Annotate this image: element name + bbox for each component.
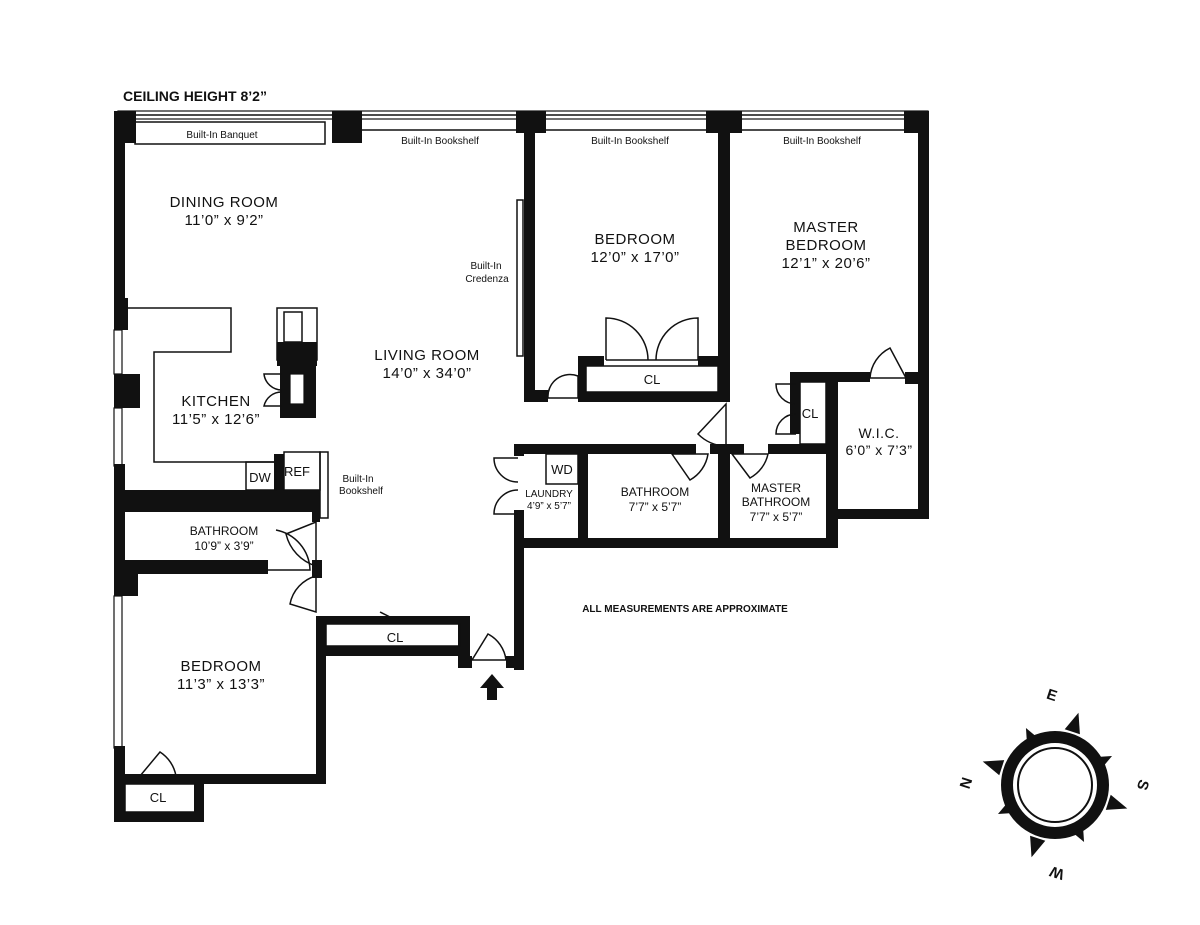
master-closet — [799, 381, 827, 445]
ceiling-height-label: CEILING HEIGHT 8’2” — [123, 88, 267, 104]
measurement-note: ALL MEASUREMENTS ARE APPROXIMATE — [582, 604, 788, 615]
built-in-banquet — [134, 121, 326, 145]
built-in-bookshelf-label-2: Built-In Bookshelf — [591, 136, 669, 147]
bedroom-closet — [585, 365, 719, 393]
wic-dims: 6’0” x 7’3” — [846, 442, 913, 458]
entrance-arrow-icon — [480, 674, 504, 700]
hall-closet — [325, 623, 461, 647]
living-room-name: LIVING ROOM — [374, 347, 480, 364]
built-in-banquet-label: Built-In Banquet — [186, 130, 257, 141]
hall-closet-label: CL — [387, 630, 404, 645]
north-wall-windows — [114, 110, 929, 143]
built-in-bookshelf-label-1: Built-In Bookshelf — [401, 136, 479, 147]
bathroom-1-dims: 10’9” x 3’9” — [194, 539, 253, 553]
interior-walls — [114, 130, 929, 670]
master-bedroom-name-1: MASTER — [793, 219, 859, 236]
bathroom-2-dims: 7’7” x 5’7” — [629, 500, 682, 514]
exterior-walls — [113, 111, 929, 822]
refrigerator-label: REF — [284, 464, 310, 479]
bedroom-2-dims: 11’3” x 13’3” — [177, 676, 265, 693]
bedroom-2-closet-label: CL — [150, 790, 167, 805]
compass-north: N — [957, 775, 977, 791]
kitchen-bookshelf — [319, 451, 329, 519]
built-in-bookshelf-label-3: Built-In Bookshelf — [783, 136, 861, 147]
dining-room-dims: 11’0” x 9’2” — [184, 212, 263, 229]
kitchen-name: KITCHEN — [181, 393, 250, 410]
bedroom-1-dims: 12’0” x 17’0” — [590, 249, 679, 266]
dining-room-name: DINING ROOM — [170, 194, 279, 211]
compass-east: E — [1044, 686, 1059, 705]
bathroom-2-name: BATHROOM — [621, 485, 689, 499]
master-bedroom-name-2: BEDROOM — [785, 237, 866, 254]
built-in-credenza — [516, 199, 524, 357]
master-bedroom-dims: 12’1” x 20’6” — [781, 255, 870, 272]
compass-south: S — [1133, 777, 1152, 792]
washer-dryer-label: WD — [551, 462, 573, 477]
dishwasher-label: DW — [249, 470, 271, 485]
kitchen-bookshelf-label-2: Bookshelf — [339, 486, 383, 497]
bedroom-2-name: BEDROOM — [180, 658, 261, 675]
living-room-dims: 14’0” x 34’0” — [382, 365, 471, 382]
wic-name: W.I.C. — [858, 425, 899, 441]
compass-west: W — [1047, 862, 1067, 883]
bedroom-1-name: BEDROOM — [594, 231, 675, 248]
master-closet-label: CL — [802, 406, 819, 421]
master-bathroom-name-2: BATHROOM — [742, 495, 810, 509]
compass-icon — [982, 712, 1128, 858]
dishwasher — [245, 461, 277, 491]
fixtures — [124, 121, 904, 813]
built-in-credenza-label-2: Credenza — [465, 274, 509, 285]
master-bathroom-name-1: MASTER — [751, 481, 801, 495]
kitchen-bookshelf-label-1: Built-In — [342, 474, 373, 485]
bedroom-closet-label: CL — [644, 372, 661, 387]
laundry-name: LAUNDRY — [525, 489, 573, 500]
built-in-credenza-label-1: Built-In — [470, 261, 501, 272]
laundry-dims: 4’9” x 5’7” — [527, 501, 571, 512]
bathroom-1-name: BATHROOM — [190, 524, 258, 538]
kitchen-dims: 11’5” x 12’6” — [172, 411, 260, 428]
washer-dryer — [545, 453, 579, 485]
bedroom-2-closet — [124, 783, 196, 813]
doors — [138, 317, 907, 777]
master-bathroom-dims: 7’7” x 5’7” — [750, 510, 803, 524]
